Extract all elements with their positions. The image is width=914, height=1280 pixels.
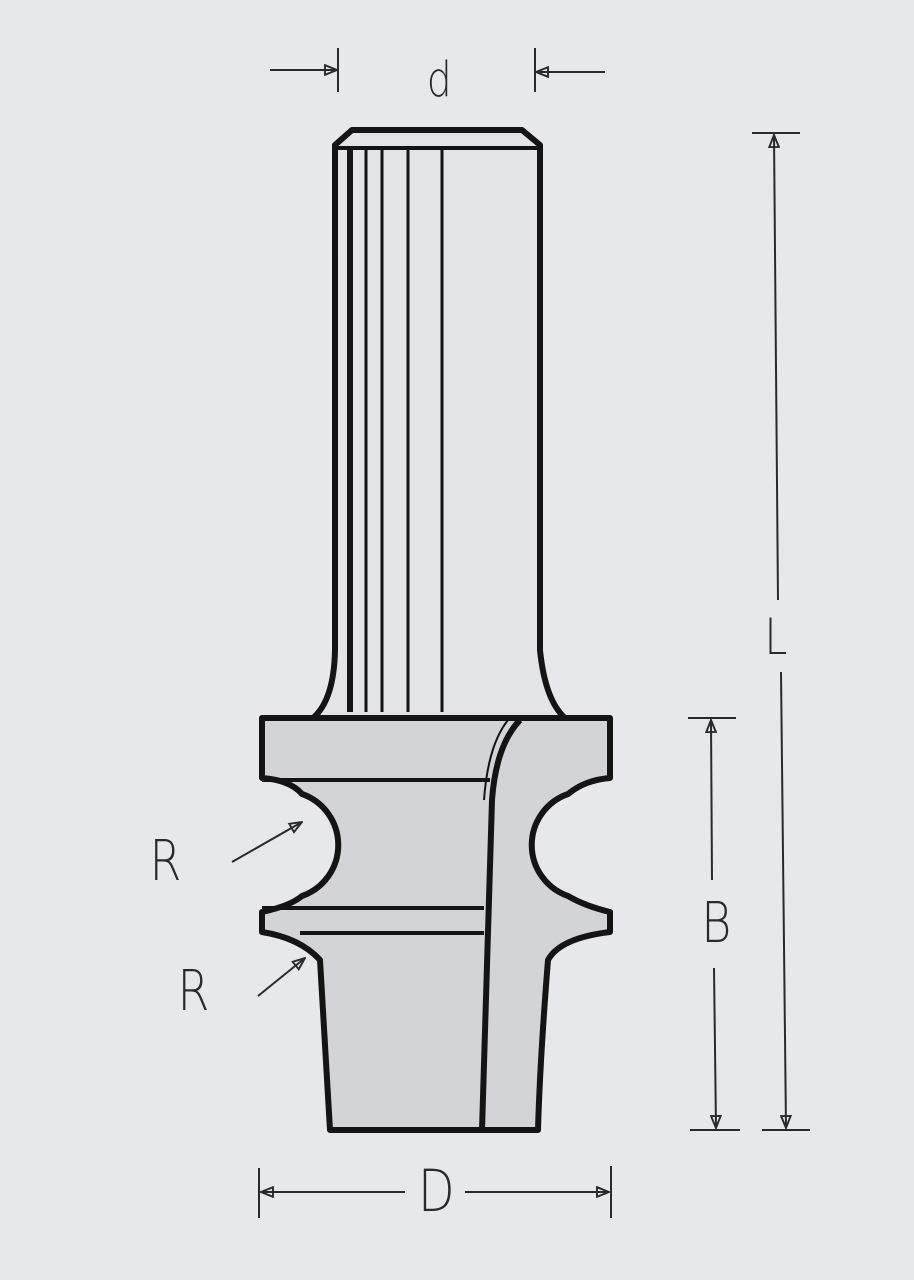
radius-leader-lower — [257, 958, 305, 997]
dimension-label-L: L — [764, 608, 788, 666]
dimension-label-B: B — [701, 891, 732, 956]
radius-label-lower: R — [177, 959, 210, 1024]
dimension-B — [688, 717, 740, 1131]
shank — [310, 127, 568, 721]
cutting-head — [259, 715, 613, 1133]
cutting-head-outline — [259, 715, 613, 1133]
radius-leaders — [231, 822, 305, 997]
radius-label-upper: R — [149, 829, 182, 894]
dimension-label-D: D — [418, 1157, 455, 1225]
dimension-arrow — [781, 671, 786, 1128]
dimension-arrow — [711, 720, 712, 881]
cutting-edge-inner-line — [483, 719, 509, 801]
cutting-edge-line — [479, 717, 523, 1131]
dimension-label-d: d — [426, 52, 452, 108]
dimension-d — [270, 48, 605, 92]
dimension-L — [752, 132, 810, 1131]
dimension-arrow — [714, 967, 716, 1128]
radius-leader-upper — [231, 822, 302, 863]
dimension-arrow — [774, 135, 778, 601]
dimension-D — [258, 1166, 612, 1218]
